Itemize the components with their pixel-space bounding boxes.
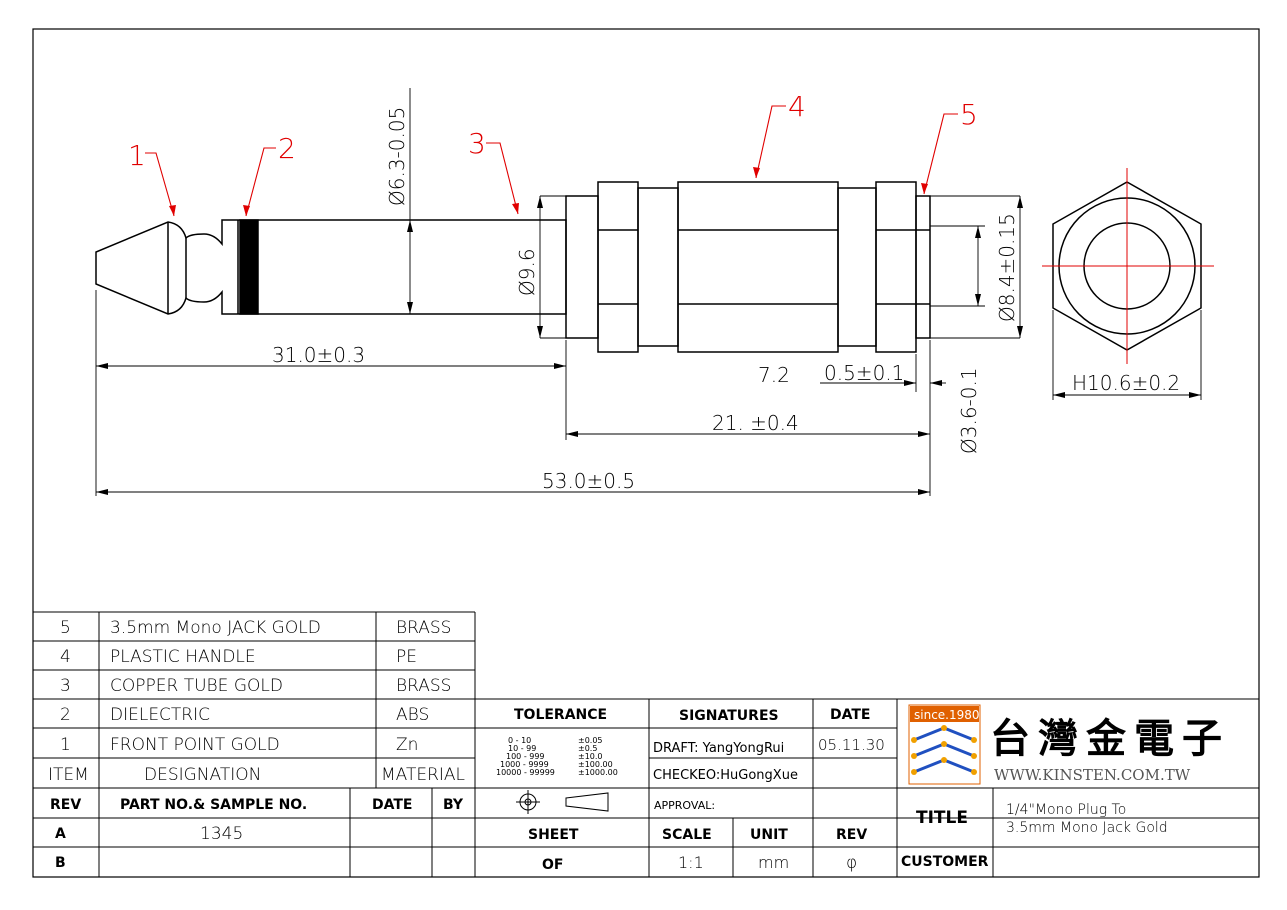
plastic-handle (677, 181, 839, 353)
tol-value: ±1000.00 (578, 768, 618, 777)
arrowheads (96, 196, 1201, 495)
balloon-3: 3 (468, 127, 486, 160)
of-label: OF (542, 857, 563, 873)
dim-7-2: 7.2 (758, 363, 790, 387)
balloons: 1 2 3 4 5 (128, 90, 978, 172)
rev-header-part: PART NO.& SAMPLE NO. (120, 797, 307, 813)
tol-range: 10000 - 99999 (496, 768, 555, 777)
title-line1: 1/4"Mono Plug To (1006, 802, 1126, 818)
signature-draft: DRAFT: YangYongRui (653, 741, 784, 756)
plug-outline (95, 219, 567, 315)
scale-label: SCALE (662, 827, 712, 843)
dimension-lines (95, 88, 1202, 496)
tol-value: ±0.5 (578, 744, 597, 753)
tolerance-title: TOLERANCE (514, 707, 607, 723)
rev-row-a-part: 1345 (200, 824, 243, 844)
bom-header-designation: DESIGNATION (144, 765, 261, 785)
rev-table: REV PART NO.& SAMPLE NO. DATE BY A 1345 … (50, 797, 464, 871)
projection-icon (516, 790, 609, 814)
hex-end-view (1042, 168, 1214, 364)
dim-9-6: Ø9.6 (515, 248, 539, 296)
rev-value: φ (846, 853, 857, 873)
bom-designation: PLASTIC HANDLE (110, 647, 256, 667)
balloon-1: 1 (128, 139, 146, 172)
dim-53: 53.0±0.5 (542, 469, 635, 493)
dim-8-4: Ø8.4±0.15 (995, 213, 1019, 322)
dim-21: 21. ±0.4 (712, 411, 799, 435)
tol-value: ±100.00 (578, 760, 613, 769)
sheet-border (32, 28, 1260, 878)
signature-checked: CHECKEO:HuGongXue (653, 768, 798, 783)
balloon-4: 4 (788, 90, 806, 123)
bom-texts: 5 3.5mm Mono JACK GOLD BRASS 4 PLASTIC H… (48, 618, 465, 785)
company-logo: since.1980 台灣金電子 WWW.KINSTEN.COM.TW (910, 706, 1230, 784)
balloon-5: 5 (960, 98, 978, 131)
bom-material: PE (396, 647, 417, 667)
bom-material: ABS (396, 705, 429, 725)
bom-designation: COPPER TUBE GOLD (110, 676, 283, 696)
bom-table (33, 611, 1259, 877)
dim-0-5: 0.5±0.1 (824, 361, 904, 385)
bom-item: 2 (60, 705, 71, 725)
dim-hex: H10.6±0.2 (1072, 371, 1180, 395)
title-block-texts: TOLERANCE 0 - 10 10 - 99 100 - 999 1000 … (496, 707, 1168, 873)
dim-3-6: Ø3.6-0.1 (957, 367, 981, 454)
scale-value: 1:1 (678, 853, 704, 872)
jack-face (915, 195, 931, 339)
rev-header-rev: REV (50, 797, 81, 813)
bom-item: 1 (60, 735, 71, 755)
bom-material: BRASS (396, 676, 451, 696)
tol-range: 1000 - 9999 (500, 760, 549, 769)
dim-31: 31.0±0.3 (272, 343, 365, 367)
tol-value: ±0.05 (578, 736, 603, 745)
title-line2: 3.5mm Mono Jack Gold (1006, 820, 1168, 836)
unit-label: UNIT (750, 827, 788, 843)
bom-item: 5 (60, 618, 71, 638)
dimension-texts: Ø6.3-0.05 Ø9.6 Ø8.4±0.15 Ø3.6-0.1 31.0±0… (272, 107, 1180, 493)
bom-header-material: MATERIAL (381, 765, 465, 785)
unit-value: mm (758, 853, 789, 872)
customer-label: CUSTOMER (901, 854, 989, 870)
plug-drawing (95, 181, 931, 353)
title-label: TITLE (916, 808, 968, 828)
date-title: DATE (830, 707, 870, 723)
bom-header-item: ITEM (48, 765, 89, 785)
rev-header-date: DATE (372, 797, 412, 813)
bom-item: 3 (60, 676, 71, 696)
bom-designation: DIELECTRIC (110, 705, 210, 725)
rev-row-a: A (55, 826, 66, 842)
rev-header-by: BY (443, 797, 464, 813)
tol-value: ±10.0 (578, 752, 603, 761)
bom-item: 4 (60, 647, 71, 667)
tol-range: 100 - 999 (506, 752, 545, 761)
signatures-title: SIGNATURES (679, 708, 779, 724)
dielectric-ring (239, 219, 259, 315)
logo-since: since.1980 (914, 708, 980, 722)
tol-range: 0 - 10 (508, 736, 531, 745)
logo-url: WWW.KINSTEN.COM.TW (994, 766, 1191, 784)
balloon-2: 2 (278, 132, 296, 165)
rev-row-b: B (55, 855, 66, 871)
sheet-label: SHEET (528, 827, 579, 843)
logo-name: 台灣金電子 (990, 715, 1230, 762)
balloon-leaders (145, 105, 958, 217)
rev-label: REV (836, 827, 867, 843)
title-block-lines (475, 698, 1259, 877)
signature-approval: APPROVAL: (654, 799, 715, 812)
bom-material: Zn (396, 735, 418, 755)
bom-material: BRASS (396, 618, 451, 638)
dim-plug-diameter: Ø6.3-0.05 (385, 107, 409, 206)
date-value: 05.11.30 (818, 736, 885, 754)
tol-range: 10 - 99 (508, 744, 536, 753)
bom-designation: 3.5mm Mono JACK GOLD (110, 618, 321, 638)
bom-designation: FRONT POINT GOLD (110, 735, 280, 755)
